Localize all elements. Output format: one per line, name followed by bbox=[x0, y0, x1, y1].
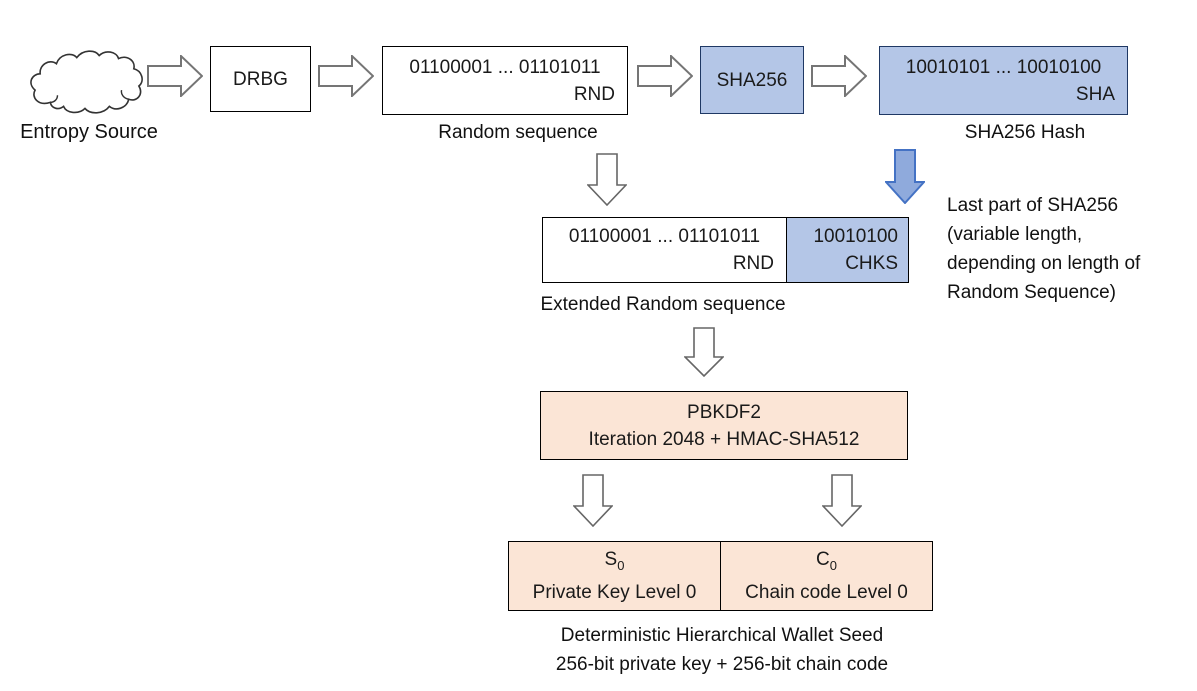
chain-code-cell: C0 Chain code Level 0 bbox=[720, 542, 932, 610]
note-line: Random Sequence) bbox=[947, 282, 1116, 303]
drbg-label: DRBG bbox=[233, 68, 288, 90]
extended-chks-tag: CHKS bbox=[845, 253, 898, 274]
note-line: depending on length of bbox=[947, 253, 1141, 274]
arrow-down-icon bbox=[684, 327, 724, 377]
entropy-source-label: Entropy Source bbox=[20, 121, 158, 143]
note-line: Last part of SHA256 bbox=[947, 195, 1119, 216]
drbg-box: DRBG bbox=[210, 46, 311, 112]
seed-caption: Deterministic Hierarchical Wallet Seed 2… bbox=[494, 621, 950, 679]
pbkdf2-box: PBKDF2 Iteration 2048 + HMAC-SHA512 bbox=[540, 391, 908, 460]
seed-caption-line1: Deterministic Hierarchical Wallet Seed bbox=[560, 625, 884, 646]
pbkdf2-title: PBKDF2 bbox=[687, 401, 761, 423]
sha256-hash-bits: 10010101 ... 10010100 bbox=[905, 56, 1102, 78]
sha256-function-label: SHA256 bbox=[716, 69, 788, 91]
chain-code-symbol: C0 bbox=[816, 549, 837, 573]
random-sequence-bits: 01100001 ... 01101011 bbox=[409, 56, 601, 78]
arrow-down-icon bbox=[822, 474, 862, 527]
private-key-cell: S0 Private Key Level 0 bbox=[509, 542, 720, 610]
checksum-note: Last part of SHA256 (variable length, de… bbox=[947, 191, 1192, 307]
arrow-right-icon bbox=[637, 55, 693, 97]
private-key-symbol: S0 bbox=[604, 549, 625, 573]
entropy-cloud-icon bbox=[30, 50, 143, 114]
random-sequence-caption: Random sequence bbox=[438, 122, 598, 143]
arrow-right-icon bbox=[147, 55, 203, 97]
sha256-hash-box: 10010101 ... 10010100 SHA bbox=[879, 46, 1128, 115]
note-line: (variable length, bbox=[947, 224, 1083, 245]
extended-random-sequence-box: 01100001 ... 01101011 RND 10010100 CHKS bbox=[542, 217, 909, 283]
extended-rnd-section: 01100001 ... 01101011 RND bbox=[543, 218, 786, 282]
private-key-desc: Private Key Level 0 bbox=[532, 581, 697, 603]
extended-chks-section: 10010100 CHKS bbox=[786, 218, 908, 282]
arrow-right-icon bbox=[811, 55, 867, 97]
arrow-down-checksum-icon bbox=[885, 149, 925, 204]
pbkdf2-detail: Iteration 2048 + HMAC-SHA512 bbox=[588, 428, 860, 450]
sha256-hash-caption: SHA256 Hash bbox=[964, 122, 1086, 143]
extended-chks-bits: 10010100 bbox=[813, 226, 898, 247]
arrow-right-icon bbox=[318, 55, 374, 97]
extended-random-sequence-caption: Extended Random sequence bbox=[540, 294, 786, 315]
arrow-down-icon bbox=[573, 474, 613, 527]
extended-rnd-tag: RND bbox=[732, 253, 774, 274]
sha256-hash-tag: SHA bbox=[1075, 83, 1115, 105]
random-sequence-box: 01100001 ... 01101011 RND bbox=[382, 46, 628, 115]
chain-code-desc: Chain code Level 0 bbox=[745, 581, 908, 603]
wallet-seed-box: S0 Private Key Level 0 C0 Chain code Lev… bbox=[508, 541, 933, 611]
arrow-down-icon bbox=[587, 153, 627, 206]
random-sequence-tag: RND bbox=[573, 83, 615, 105]
extended-rnd-bits: 01100001 ... 01101011 bbox=[568, 226, 761, 247]
sha256-function-box: SHA256 bbox=[700, 46, 804, 114]
seed-caption-line2: 256-bit private key + 256-bit chain code bbox=[555, 654, 889, 675]
